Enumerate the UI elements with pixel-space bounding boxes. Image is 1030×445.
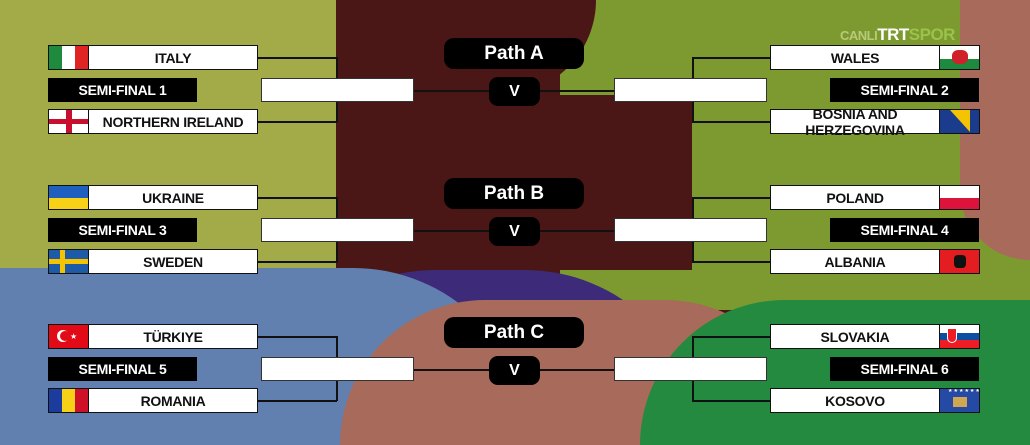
- bracket-line: [258, 400, 337, 402]
- bracket-line: [692, 261, 771, 263]
- path-title: Path B: [444, 178, 584, 209]
- semi-final-label: SEMI-FINAL 1: [48, 78, 197, 102]
- team-name: NORTHERN IRELAND: [102, 113, 244, 130]
- flag-italy-icon: [49, 46, 89, 69]
- team-poland[interactable]: POLAND: [770, 185, 980, 210]
- team-name: TÜRKIYE: [143, 328, 203, 345]
- versus-badge: V: [489, 77, 540, 106]
- team-name: UKRAINE: [142, 189, 204, 206]
- flag-t-rkiye-icon: ★: [49, 325, 89, 348]
- team-italy[interactable]: ITALY: [48, 45, 258, 70]
- team-albania[interactable]: ALBANIA: [770, 249, 980, 274]
- team-name: ALBANIA: [824, 253, 886, 270]
- bracket-line: [692, 336, 771, 338]
- semi-final-label: SEMI-FINAL 4: [830, 218, 979, 242]
- semi-final-winner-slot: [614, 78, 767, 102]
- bracket-line: [258, 57, 337, 59]
- team-name: SLOVAKIA: [820, 328, 890, 345]
- bracket-line: [258, 336, 337, 338]
- bracket-line: [692, 400, 771, 402]
- path-title: Path A: [444, 38, 584, 69]
- team-ukraine[interactable]: UKRAINE: [48, 185, 258, 210]
- team-wales[interactable]: WALES: [770, 45, 980, 70]
- flag-kosovo-icon: ★★★★★★: [939, 389, 979, 412]
- semi-final-label: SEMI-FINAL 3: [48, 218, 197, 242]
- flag-romania-icon: [49, 389, 89, 412]
- semi-final-winner-slot: [261, 357, 414, 381]
- bracket-line: [692, 197, 771, 199]
- flag-northern-ireland-icon: [49, 110, 89, 133]
- team-name: SWEDEN: [143, 253, 203, 270]
- path-title: Path C: [444, 317, 584, 348]
- semi-final-winner-slot: [614, 218, 767, 242]
- versus-badge: V: [489, 356, 540, 385]
- semi-final-label: SEMI-FINAL 6: [830, 357, 979, 381]
- semi-final-label: SEMI-FINAL 2: [830, 78, 979, 102]
- flag-bosnia-and-herzegovina-icon: [939, 110, 979, 133]
- semi-final-winner-slot: [614, 357, 767, 381]
- team-name: ROMANIA: [140, 392, 206, 409]
- trt-spor-logo: CANLITRTSPOR: [840, 25, 955, 44]
- versus-badge: V: [489, 217, 540, 246]
- bracket-line: [692, 121, 771, 123]
- team-name: ITALY: [154, 49, 192, 66]
- bracket-line: [258, 197, 337, 199]
- bracket-line: [692, 57, 771, 59]
- bracket-line: [258, 261, 337, 263]
- flag-slovakia-icon: [939, 325, 979, 348]
- flag-ukraine-icon: [49, 186, 89, 209]
- team-name: BOSNIA AND HERZEGOVINA: [805, 105, 905, 138]
- team-name: KOSOVO: [825, 392, 885, 409]
- flag-albania-icon: [939, 250, 979, 273]
- team-northern-ireland[interactable]: NORTHERN IRELAND: [48, 109, 258, 134]
- team-name: POLAND: [826, 189, 884, 206]
- flag-sweden-icon: [49, 250, 89, 273]
- flag-poland-icon: [939, 186, 979, 209]
- semi-final-winner-slot: [261, 218, 414, 242]
- team-bosnia-and-herzegovina[interactable]: BOSNIA AND HERZEGOVINA: [770, 106, 980, 138]
- bracket-line: [258, 121, 337, 123]
- flag-wales-icon: [939, 46, 979, 69]
- team-kosovo[interactable]: KOSOVO ★★★★★★: [770, 388, 980, 413]
- team-romania[interactable]: ROMANIA: [48, 388, 258, 413]
- semi-final-winner-slot: [261, 78, 414, 102]
- team-sweden[interactable]: SWEDEN: [48, 249, 258, 274]
- team-name: WALES: [830, 49, 880, 66]
- semi-final-label: SEMI-FINAL 5: [48, 357, 197, 381]
- team-t-rkiye[interactable]: ★ TÜRKIYE: [48, 324, 258, 349]
- team-slovakia[interactable]: SLOVAKIA: [770, 324, 980, 349]
